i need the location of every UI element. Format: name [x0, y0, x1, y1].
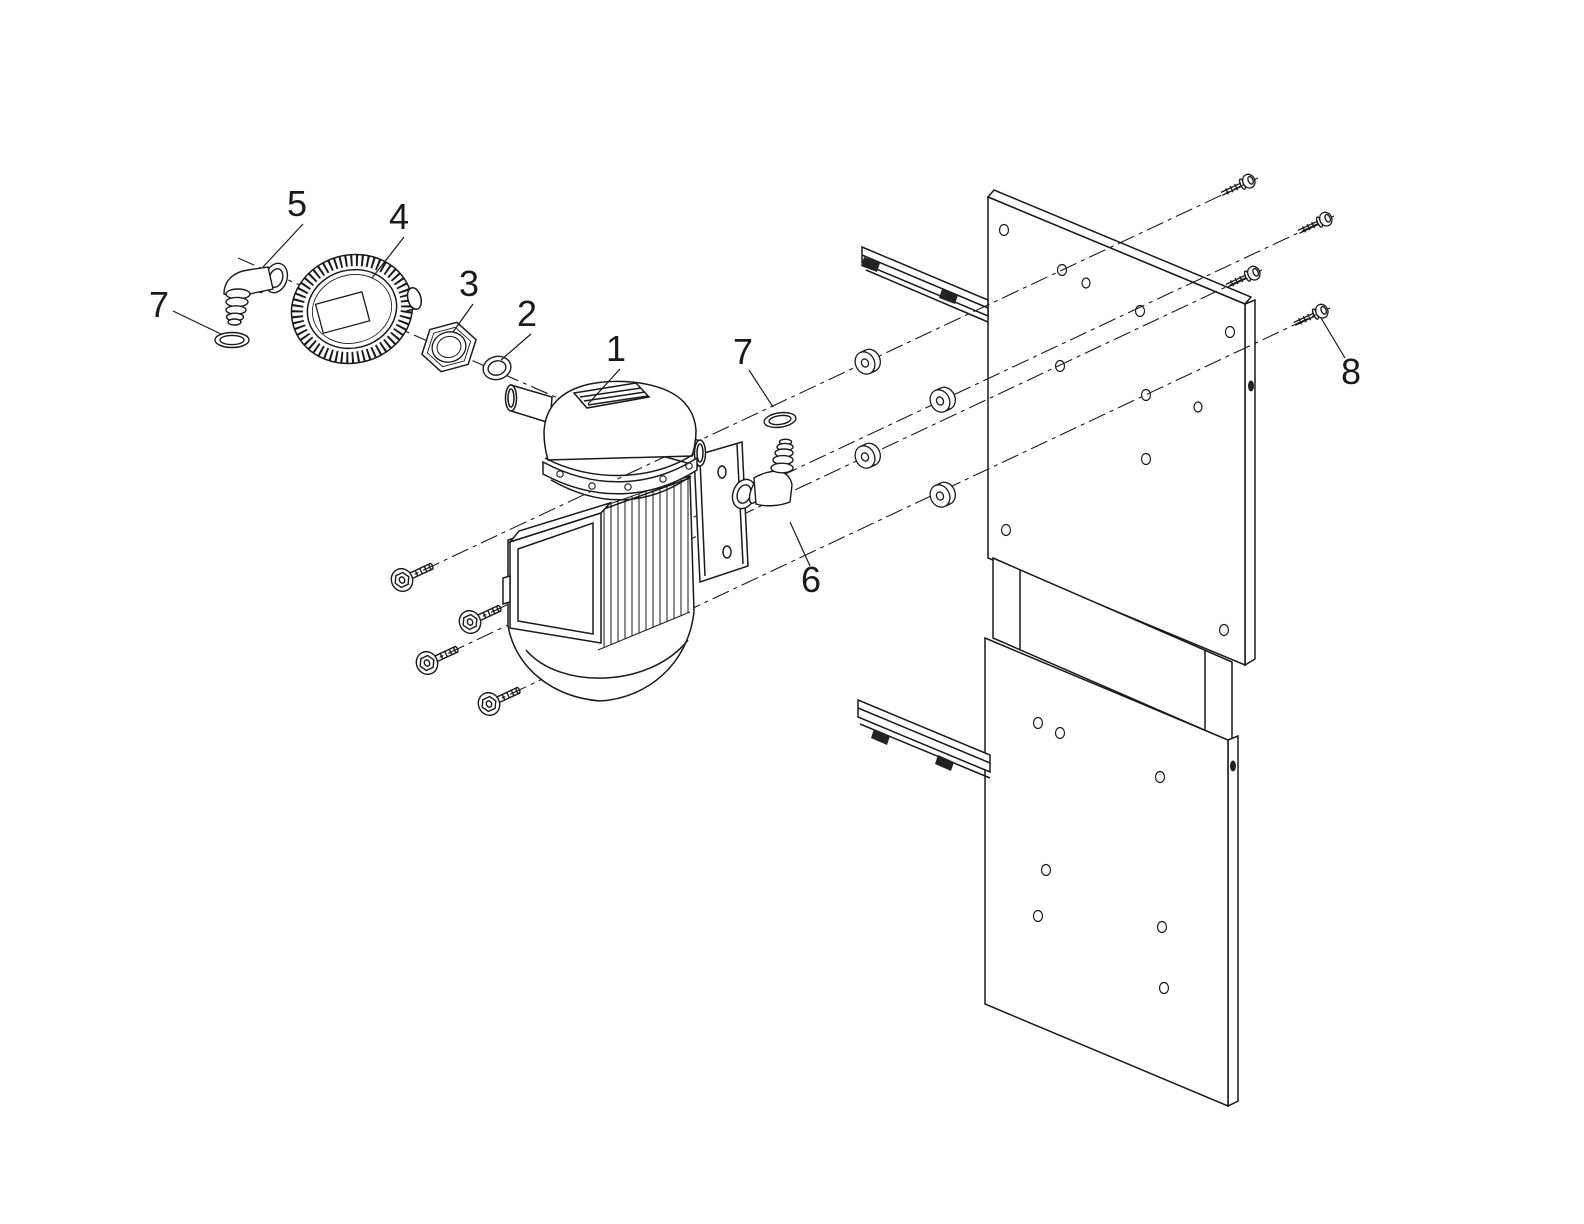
- callout-5: 5: [287, 183, 307, 224]
- leader-2: [500, 333, 532, 361]
- o-ring-7-left: [214, 331, 250, 349]
- spacers: [854, 348, 956, 508]
- pump-assembly: [502, 380, 749, 702]
- lower-plate-right-edge: [1227, 734, 1239, 1108]
- bar-pin: [939, 289, 958, 304]
- leader-7-right: [748, 369, 774, 408]
- leader-7-left: [172, 310, 222, 335]
- callout-1: 1: [606, 328, 626, 369]
- callout-7-left: 7: [149, 284, 169, 325]
- mounting-plates: [857, 189, 1256, 1108]
- pump-inlet-port: [504, 383, 553, 424]
- leader-1: [587, 368, 621, 405]
- bar-pin: [871, 729, 890, 745]
- pump-screws: [390, 562, 521, 717]
- mount-axis-4: [480, 307, 1331, 709]
- leader-8: [1320, 317, 1346, 359]
- leader-5: [262, 223, 304, 268]
- pump-bracket: [693, 441, 749, 584]
- callout-4: 4: [389, 196, 409, 237]
- bar-pin: [861, 257, 880, 272]
- pump-head-flange: [542, 456, 698, 495]
- inlet-axis: [237, 257, 609, 421]
- leader-6: [789, 521, 811, 567]
- spacer: [929, 481, 956, 508]
- o-ring-7-right: [763, 411, 797, 429]
- cap-port-stub: [406, 286, 423, 310]
- cap-label-window: [314, 291, 371, 335]
- pump-screw: [477, 686, 521, 717]
- elbow5-barb: [225, 288, 251, 326]
- motor-fins: [597, 475, 691, 651]
- pump-screw: [390, 562, 434, 593]
- motor-body: [502, 475, 695, 702]
- upper-plate-right-edge: [1244, 298, 1256, 667]
- spacer: [929, 386, 956, 413]
- screw-8: [1220, 173, 1256, 196]
- callout-2: 2: [517, 293, 537, 334]
- lower-plate-holes: [1032, 716, 1170, 995]
- plate-screws: [1220, 173, 1333, 326]
- pump-screw: [415, 645, 459, 676]
- upper-plate-holes: [998, 223, 1236, 637]
- screw-8: [1293, 303, 1329, 326]
- pump-head: [542, 380, 698, 501]
- elbow6-body: [753, 470, 793, 507]
- mounting-bar-bottom: [857, 698, 991, 779]
- lower-mounting-plate: [984, 636, 1229, 1108]
- flange-bolts: [556, 462, 693, 491]
- leader-4: [371, 236, 405, 279]
- spacer: [854, 348, 881, 375]
- callout-8: 8: [1341, 351, 1361, 392]
- edge-fastener-tip: [1230, 760, 1236, 772]
- callouts: 1 2 3 4 5 6 7 7 8: [149, 183, 1361, 600]
- terminal-box: [502, 501, 613, 644]
- callout-7-right: 7: [733, 331, 753, 372]
- o-ring-2: [482, 355, 512, 381]
- spacer: [854, 442, 881, 469]
- hex-nut-3: [421, 321, 477, 373]
- callout-leaders: [172, 223, 1346, 567]
- screw-8: [1297, 211, 1333, 234]
- mounting-bar-top: [861, 245, 989, 323]
- leader-3: [452, 303, 474, 333]
- bar-pin: [935, 755, 954, 771]
- elbow-fitting-6: [731, 438, 794, 510]
- filter-cap-4: [290, 253, 423, 365]
- elbow-fitting-5: [223, 262, 289, 326]
- mount-axis-3: [418, 269, 1263, 668]
- pump-screw: [458, 604, 502, 635]
- elbow6-barb: [770, 438, 794, 474]
- screw-8: [1225, 265, 1261, 288]
- edge-fastener-tip: [1248, 380, 1254, 392]
- callout-3: 3: [459, 263, 479, 304]
- terminal-box-latch: [502, 575, 511, 605]
- upper-mounting-plate: [987, 195, 1246, 667]
- callout-6: 6: [801, 559, 821, 600]
